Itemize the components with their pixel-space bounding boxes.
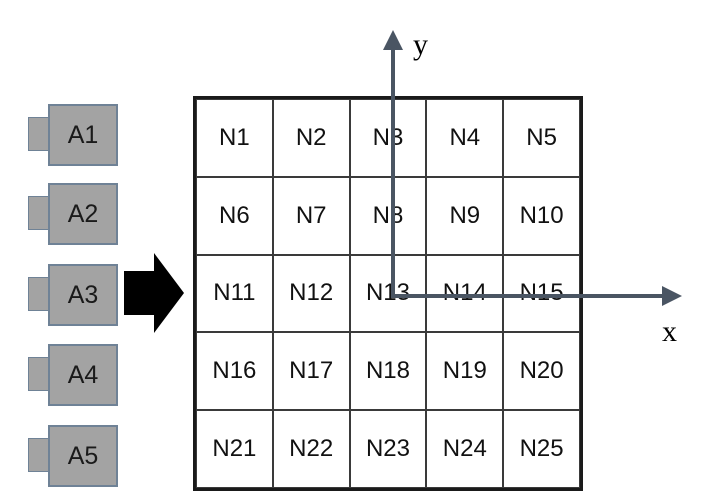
grid-cell: N16: [196, 332, 273, 411]
grid-cell: N18: [349, 332, 427, 411]
grid-cell: N6: [196, 176, 273, 255]
grid-cell: N4: [426, 99, 504, 177]
antenna-a3: A3: [28, 264, 120, 326]
grid-cell: N9: [426, 176, 504, 255]
grid-cell: N2: [272, 99, 350, 177]
grid-cell: N8: [349, 176, 427, 255]
grid-cell: N10: [503, 176, 580, 255]
grid-cell: N17: [272, 332, 350, 411]
grid-cell: N11: [196, 254, 273, 333]
y-axis-label: y: [413, 28, 428, 61]
grid-cell: N21: [196, 410, 273, 488]
block-arrow-right-icon: [124, 253, 184, 333]
grid-cell: N24: [426, 410, 504, 488]
grid-cell: N12: [272, 254, 350, 333]
grid-cell: N5: [503, 99, 580, 177]
antenna-a4: A4: [28, 344, 120, 406]
grid-cell: N23: [349, 410, 427, 488]
antenna-a1: A1: [28, 104, 120, 166]
antenna-a5: A5: [28, 425, 120, 487]
x-axis-label: x: [662, 315, 677, 348]
antenna-label: A1: [48, 104, 118, 166]
grid-cell: N1: [196, 99, 273, 177]
antenna-label: A4: [48, 344, 118, 406]
grid-cell: N7: [272, 176, 350, 255]
grid-cell: N14: [426, 254, 504, 333]
antenna-label: A3: [48, 264, 118, 326]
grid-cell: N15: [503, 254, 580, 333]
grid-cell: N22: [272, 410, 350, 488]
grid-cell: N20: [503, 332, 580, 411]
grid-cell: N13: [349, 254, 427, 333]
antenna-a2: A2: [28, 183, 120, 245]
grid-cell: N3: [349, 99, 427, 177]
y-axis-arrowhead-icon: [383, 30, 403, 50]
antenna-label: A2: [48, 183, 118, 245]
x-axis-arrowhead-icon: [662, 286, 682, 306]
antenna-label: A5: [48, 425, 118, 487]
node-grid: N1 N2 N3 N4 N5 N6 N7 N8 N9 N10 N11 N12 N…: [193, 96, 583, 491]
grid-cell: N19: [426, 332, 504, 411]
grid-cell: N25: [503, 410, 580, 488]
